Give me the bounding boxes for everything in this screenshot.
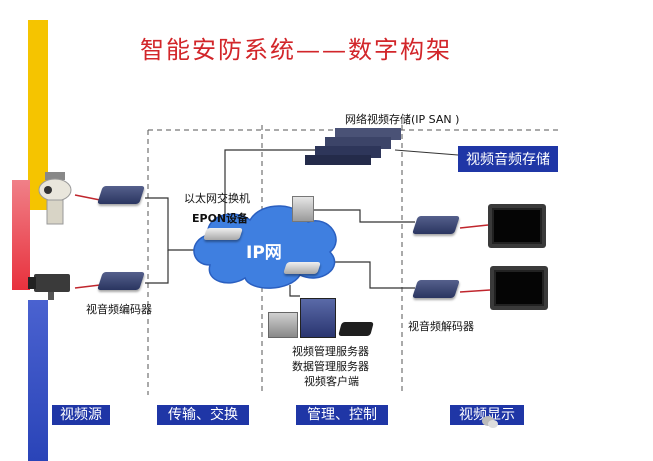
- server-icon: [300, 298, 336, 338]
- epon-device-label: EPON设备: [192, 212, 249, 225]
- category-video-display: 视频显示: [450, 405, 524, 425]
- server-label-3: 视频客户端: [304, 375, 359, 388]
- monitor-icon: [488, 204, 546, 248]
- server-icon: [292, 196, 314, 222]
- decoder-label: 视音频解码器: [408, 320, 474, 333]
- encoder-label: 视音频编码器: [86, 303, 152, 316]
- category-video-source: 视频源: [52, 405, 110, 425]
- page-title: 智能安防系统——数字构架: [140, 36, 452, 64]
- ip-san-label: 网络视频存储(IP SAN ): [345, 113, 460, 126]
- category-transmission: 传输、交换: [157, 405, 249, 425]
- camera-box-icon: [28, 268, 78, 302]
- server-label-2: 数据管理服务器: [292, 360, 369, 373]
- encoder-device-icon: [97, 272, 145, 290]
- ethernet-switch-label: 以太网交换机: [184, 192, 250, 205]
- left-bar-red: [12, 180, 30, 290]
- switch-device-icon: [203, 228, 243, 240]
- server-icon: [268, 312, 298, 338]
- ip-network-label: IP网: [246, 243, 282, 263]
- decoder-device-icon: [412, 216, 460, 234]
- video-audio-storage-badge: 视频音频存储: [458, 146, 558, 172]
- category-management: 管理、控制: [296, 405, 388, 425]
- encoder-device-icon: [97, 186, 145, 204]
- monitor-icon: [490, 266, 548, 310]
- left-bar-yellow: [28, 20, 48, 210]
- server-label-1: 视频管理服务器: [292, 345, 369, 358]
- switch-device-icon: [283, 262, 321, 274]
- left-bar-blue: [28, 300, 48, 461]
- wechat-icon: [482, 414, 498, 428]
- keyboard-controller-icon: [338, 322, 374, 336]
- decoder-device-icon: [412, 280, 460, 298]
- storage-array-icon: [305, 126, 405, 166]
- camera-dome-icon: [30, 170, 80, 228]
